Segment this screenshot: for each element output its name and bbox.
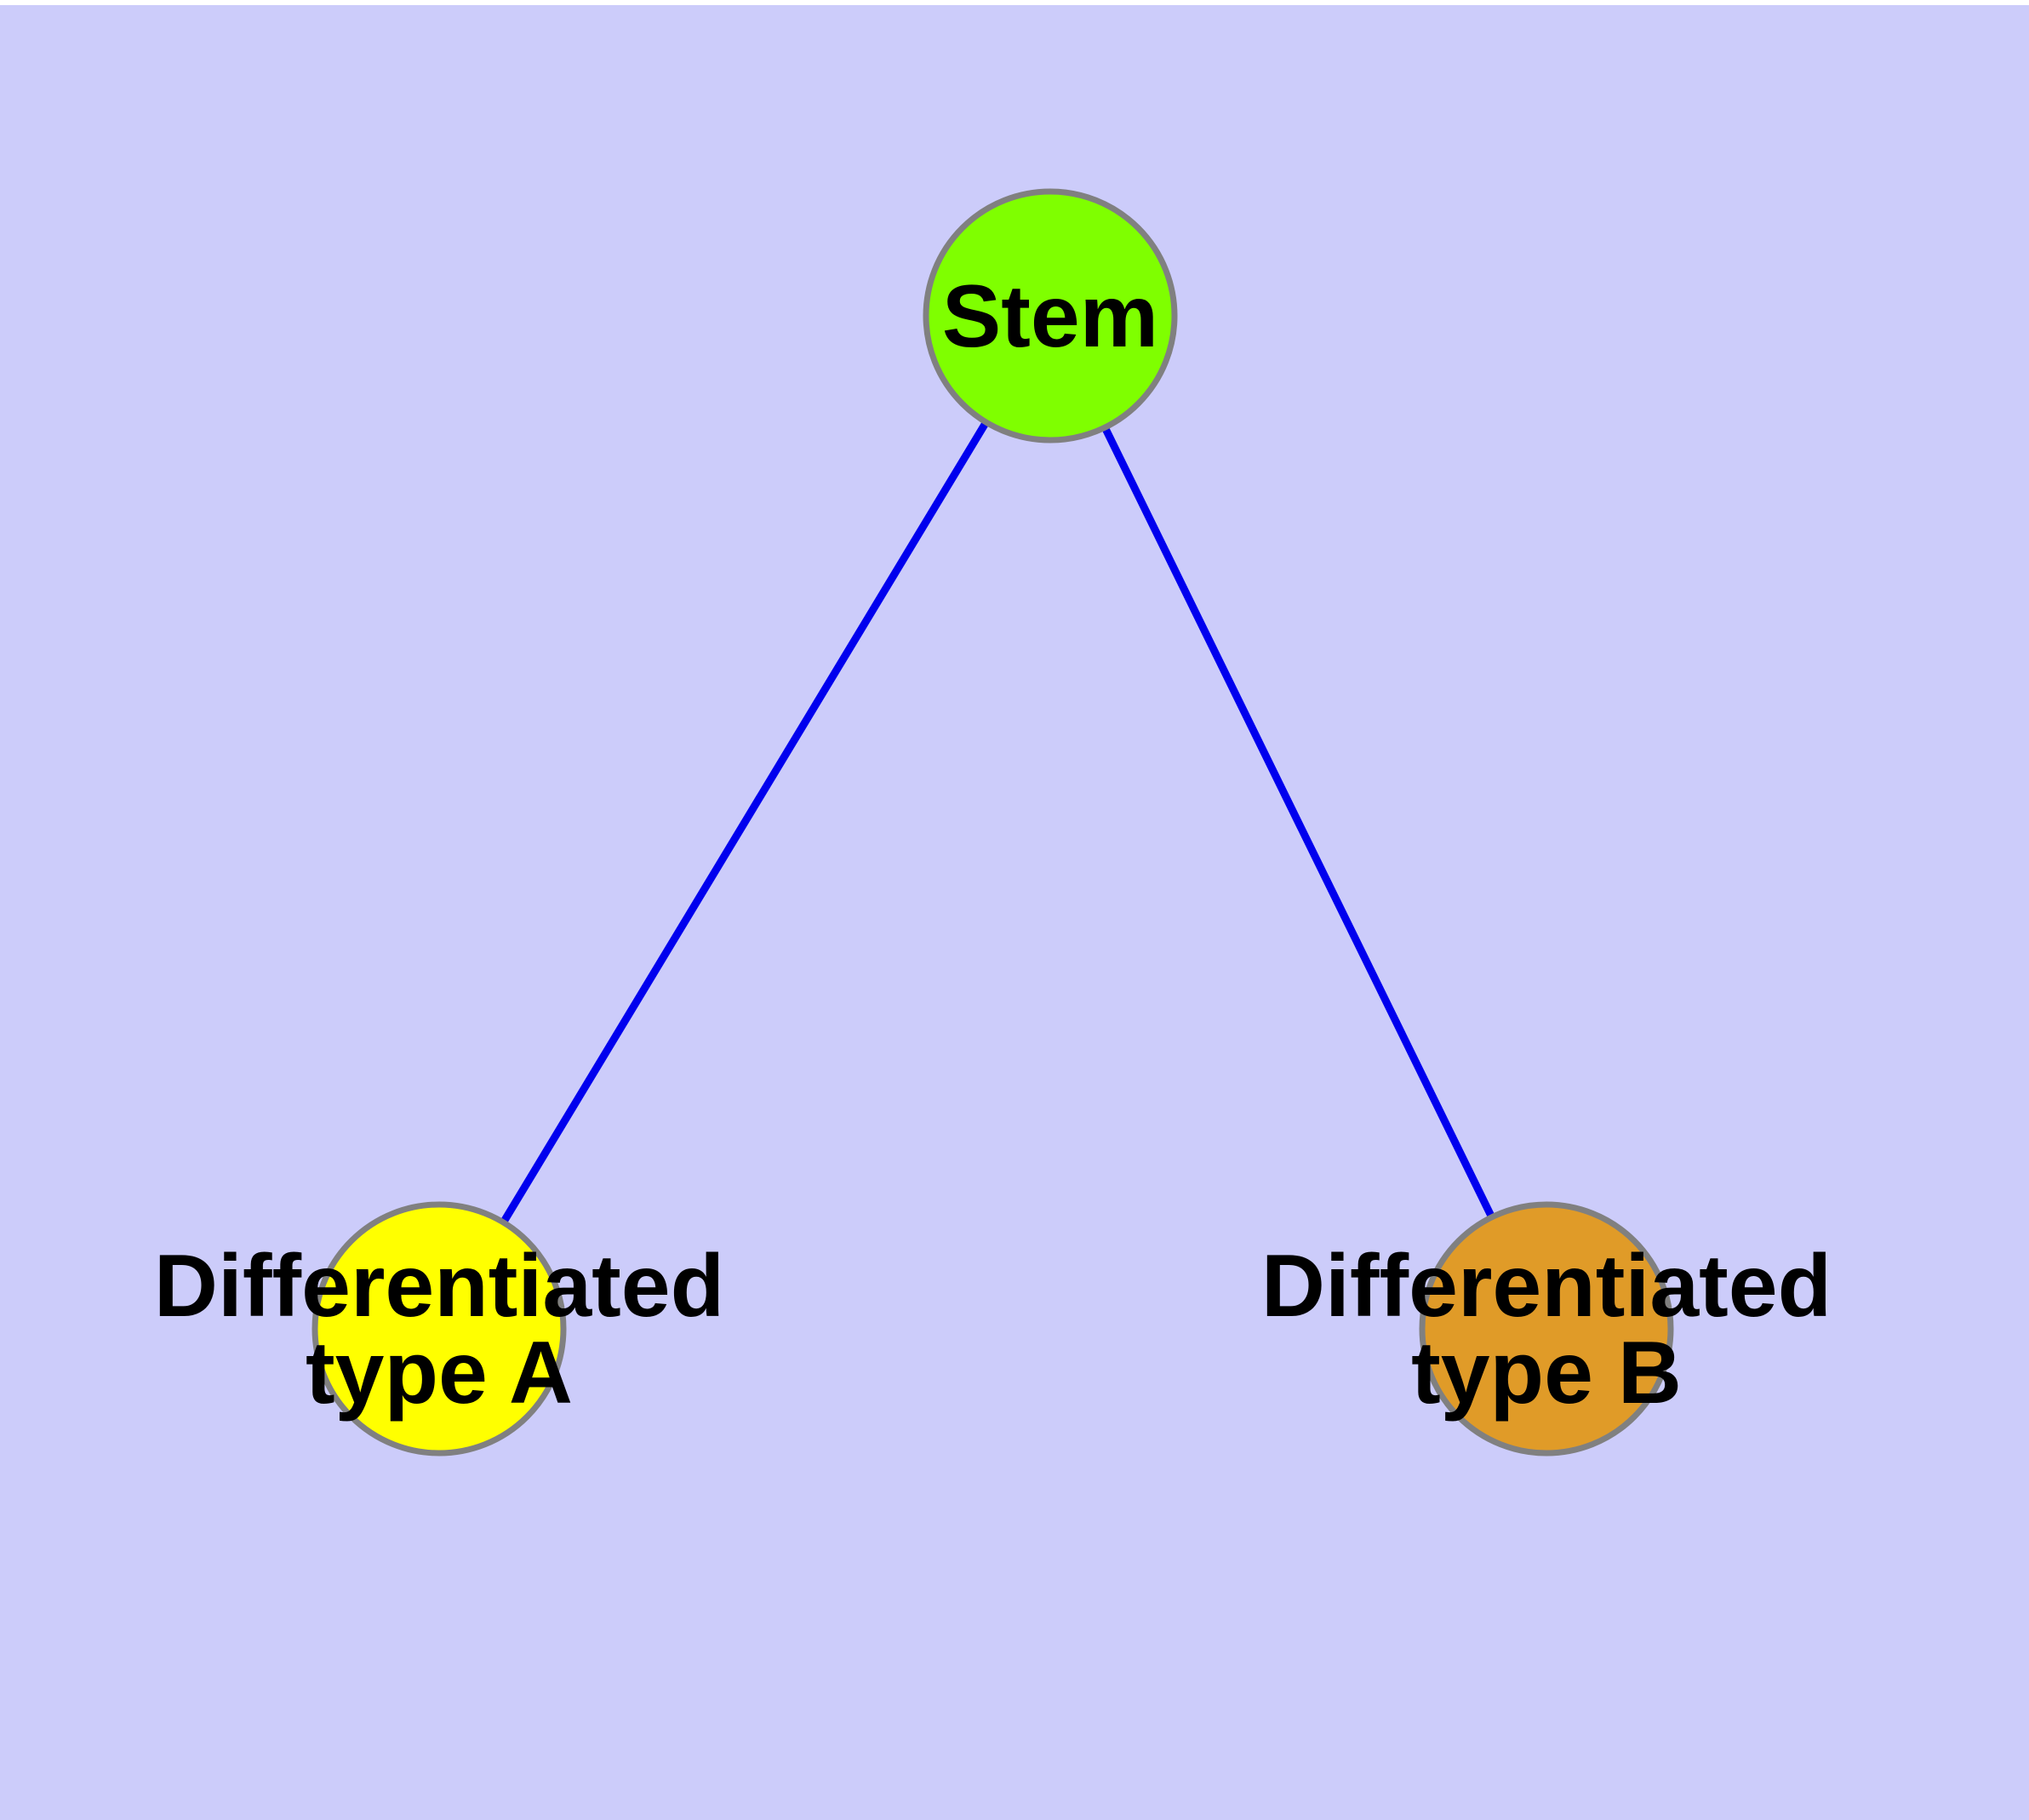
- node-stem[interactable]: [923, 188, 1178, 444]
- node-diff_a[interactable]: [311, 1201, 567, 1457]
- edge-stem-diff-b[interactable]: [1100, 424, 1496, 1221]
- node-label-stem: Stem: [942, 267, 1158, 366]
- edge-stem-diff-a[interactable]: [499, 418, 991, 1227]
- edge-layer: [499, 418, 1496, 1227]
- node-label-line: type B: [1411, 1324, 1682, 1422]
- node-layer: [311, 188, 1674, 1457]
- node-label-line: Differentiated: [154, 1237, 724, 1336]
- node-label-line: Stem: [942, 267, 1158, 366]
- node-diff_b[interactable]: [1419, 1201, 1674, 1457]
- node-label-line: type A: [306, 1324, 573, 1422]
- node-label-line: Differentiated: [1261, 1237, 1832, 1336]
